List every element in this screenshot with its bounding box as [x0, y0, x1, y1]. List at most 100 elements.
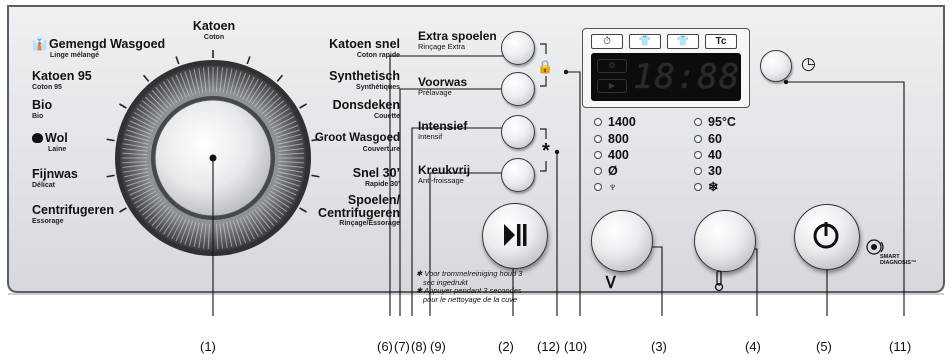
- program-label: Spoelen/: [347, 193, 400, 207]
- dial-ridge: [239, 74, 251, 98]
- dial-ridge: [126, 177, 151, 187]
- dial-ridge: [123, 171, 149, 178]
- dial-ridge: [232, 71, 242, 96]
- program-label: Snel 30’: [352, 166, 400, 180]
- dial-ridge: [226, 222, 233, 248]
- dial-ridge: [275, 177, 300, 187]
- dial-ridge: [251, 211, 267, 232]
- dial-ridge: [202, 223, 207, 249]
- rinse-hold-icon: ♆: [608, 180, 618, 194]
- program-label: Katoen: [192, 19, 236, 33]
- callout-label: (9): [430, 339, 446, 354]
- option-label: Voorwas: [418, 75, 468, 89]
- dial-ridge: [256, 90, 275, 110]
- program-sublabel: Coton rapide: [356, 51, 400, 59]
- program-dial[interactable]: [115, 60, 311, 256]
- dial-ridge: [171, 76, 184, 100]
- dial-tick: [119, 103, 127, 109]
- dial-ridge: [215, 223, 219, 249]
- rinse-mode-icon: 👕: [667, 34, 699, 49]
- cold-snowflake-icon: ❄: [708, 180, 719, 194]
- start-pause-button[interactable]: [482, 203, 548, 269]
- dial-ridge: [245, 78, 259, 102]
- dial-ridge: [126, 129, 151, 139]
- dial-ridge: [261, 96, 281, 115]
- option-sublabel: Rinçage Extra: [418, 42, 466, 51]
- dial-ridge: [155, 208, 172, 230]
- spin-select-button[interactable]: [591, 210, 653, 272]
- wash-mode-icon: 👕: [629, 34, 661, 49]
- program-sublabel: Synthétiques: [356, 83, 400, 91]
- dial-ridge: [131, 187, 155, 200]
- dial-ridge: [159, 84, 175, 105]
- led-indicator: [594, 135, 602, 143]
- program-katoen-snel: Katoen snel Coton rapide: [329, 38, 400, 59]
- dial-ridge: [193, 222, 200, 248]
- callout-label: (12): [537, 339, 561, 354]
- dial-ridge: [269, 190, 293, 204]
- dial-ridge: [219, 67, 224, 93]
- thermometer-icon: [714, 270, 724, 292]
- dial-ridge: [123, 143, 148, 149]
- dial-ridge: [276, 133, 302, 142]
- dial-ridge: [139, 196, 160, 212]
- program-snel-30: Snel 30’ Rapide 30’: [353, 167, 400, 188]
- control-panel: Katoen Coton 👔Gemengd Wasgoed Linge méla…: [7, 5, 945, 316]
- dial-ridge: [222, 223, 228, 248]
- temp-95: 95°C: [694, 116, 736, 129]
- settings-status-icon: ⚙: [597, 59, 627, 73]
- callout-leader-lines: [212, 55, 905, 316]
- kreukvrij-button[interactable]: [501, 158, 535, 192]
- dial-ridge: [155, 86, 172, 108]
- dial-ridge: [269, 112, 293, 126]
- program-label-line2: Centrifugeren: [318, 205, 400, 220]
- voorwas-button[interactable]: [501, 72, 535, 106]
- dial-ridge: [268, 193, 290, 208]
- program-sublabel: Rinçage/Essorage: [339, 220, 400, 227]
- spin-1400: 1400: [594, 116, 636, 129]
- dial-ridge: [278, 164, 304, 169]
- spin-rinse-hold: ♆: [594, 181, 617, 194]
- note-line: ✱ Appuyer pendant 3 secondes: [416, 286, 522, 296]
- temp-40: 40: [694, 149, 722, 162]
- led-indicator: [594, 167, 602, 175]
- program-bio: Bio Bio: [32, 99, 52, 120]
- program-gemengd-wasgoed: 👔Gemengd Wasgoed Linge mélangé: [32, 38, 165, 59]
- option-intensief-label: Intensief Intensif: [418, 120, 467, 141]
- program-katoen-95: Katoen 95 Coton 95: [32, 70, 92, 91]
- clock-icon: ◷: [801, 54, 816, 73]
- program-sublabel: Essorage: [32, 217, 64, 225]
- dial-ridge: [145, 96, 165, 115]
- program-label: Groot Wasgoed: [314, 132, 400, 144]
- dial-ridge: [141, 199, 163, 216]
- dial-ridge: [271, 116, 295, 129]
- dial-ridge: [236, 72, 247, 97]
- temp-30: 30: [694, 165, 722, 178]
- dial-ridge: [175, 218, 187, 242]
- spin-speed-label: 800: [608, 132, 629, 146]
- program-fijnwas: Fijnwas Délicat: [32, 168, 78, 189]
- temperature-select-button[interactable]: [694, 210, 756, 272]
- dial-ridge: [136, 193, 158, 208]
- led-indicator: [694, 167, 702, 175]
- program-label: Synthetisch: [329, 69, 400, 83]
- dial-ridge: [278, 152, 304, 156]
- callout-label: (11): [889, 339, 912, 354]
- program-sublabel: Rapide 30’: [364, 180, 400, 188]
- callout-label: (10): [564, 339, 588, 354]
- dial-ridge: [222, 68, 228, 93]
- dial-ridge: [179, 219, 190, 244]
- dial-ridge: [207, 67, 211, 93]
- dial-ridge: [248, 213, 263, 235]
- extra-spoelen-button[interactable]: [501, 31, 535, 65]
- dial-tick: [175, 56, 180, 65]
- power-button[interactable]: [794, 204, 860, 270]
- dial-ridge: [259, 93, 278, 112]
- delay-timer-button[interactable]: [760, 50, 792, 82]
- intensief-button[interactable]: [501, 115, 535, 149]
- tub-clean-icon: Ꮩ: [606, 275, 617, 292]
- dial-ridge: [263, 100, 285, 117]
- dial-ridge: [226, 68, 233, 94]
- dial-ridge: [251, 84, 267, 105]
- program-label: Fijnwas: [32, 167, 78, 181]
